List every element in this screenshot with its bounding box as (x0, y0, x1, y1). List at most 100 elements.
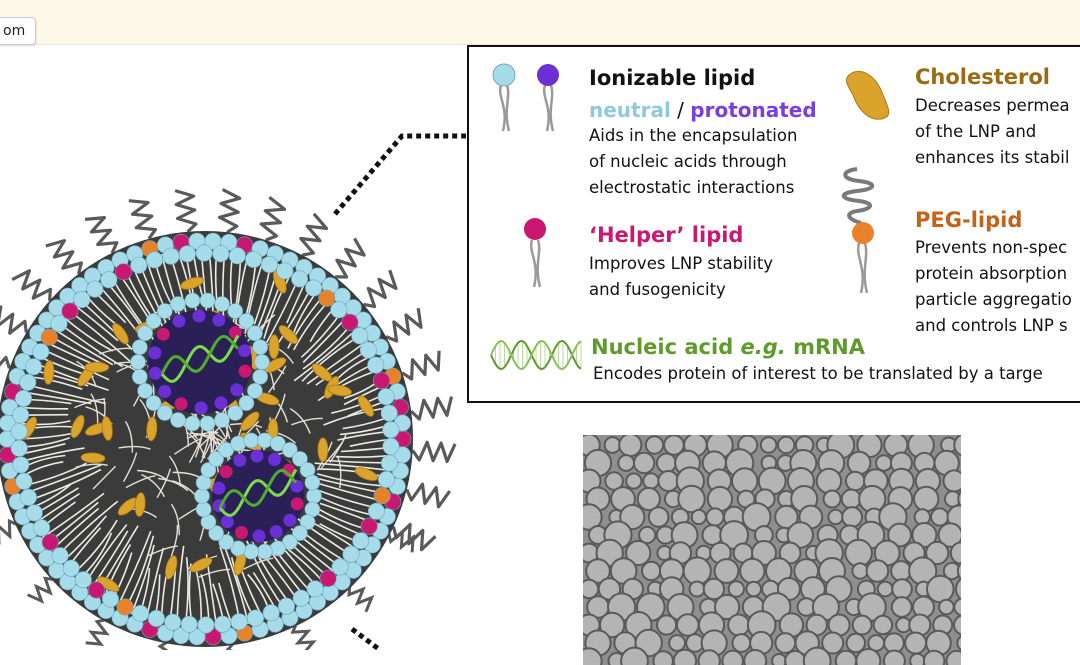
cholesterol-desc-2: of the LNP and (915, 119, 1036, 145)
nanoparticle (884, 651, 905, 665)
peg-chain (85, 218, 117, 253)
helper-head (42, 534, 58, 550)
ionizable-head (179, 246, 195, 262)
peg-chain (349, 586, 372, 612)
ionizable-head (25, 359, 41, 375)
ionizable-head (331, 302, 347, 318)
protonated-label: protonated (690, 98, 816, 122)
nanoparticle (658, 471, 678, 491)
ionizable-head (138, 383, 153, 398)
ionizable-head (146, 252, 162, 268)
ionizable-head (255, 355, 270, 370)
url-chip[interactable]: om (0, 17, 36, 45)
ionizable-head (132, 340, 147, 355)
cholesterol-molecule (85, 362, 109, 372)
ionizable-head (213, 246, 229, 262)
ionizable-head (253, 369, 268, 384)
ionizable-head (75, 572, 91, 588)
nanoparticle (891, 561, 911, 581)
ionizable-desc-2: of nucleic acids through (589, 149, 787, 175)
peg-lipid-icon (844, 169, 874, 293)
nanoparticle (744, 650, 766, 665)
ionizable-head (257, 544, 272, 559)
state-separator: / (671, 98, 690, 122)
protonated-head (149, 367, 162, 380)
nanoparticle (847, 634, 865, 652)
protonated-head (221, 515, 234, 528)
nanoparticle (910, 654, 925, 665)
ionizable-head (13, 457, 29, 473)
nanoparticle (867, 560, 889, 582)
nanoparticle (619, 435, 641, 456)
nucleic-acid-title: Nucleic acid e.g. mRNA (591, 335, 865, 359)
ionizable-head (11, 423, 27, 439)
peg-chain (86, 620, 107, 645)
nanoparticle (824, 491, 841, 508)
peg-desc-3: particle aggregatio (915, 287, 1072, 313)
nanoparticle (845, 540, 872, 567)
nanoparticle (785, 651, 805, 665)
peg-chain (402, 351, 439, 379)
nanoparticle (828, 510, 842, 524)
peg-head (374, 487, 390, 503)
ionizable-head (352, 328, 368, 344)
protonated-head (220, 465, 233, 478)
nanoparticle (853, 616, 872, 635)
ionizable-head (214, 616, 230, 632)
leader-line-bottom (352, 629, 380, 650)
ionizable-head (196, 245, 212, 261)
ionizable-desc-1: Aids in the encapsulation (589, 123, 797, 149)
nanoparticle (690, 582, 705, 597)
nanoparticle (653, 651, 673, 665)
cholesterol-molecule (269, 335, 279, 359)
protonated-head (212, 314, 225, 327)
nanoparticle (643, 473, 658, 488)
protonated-head (268, 453, 281, 466)
peg-head (319, 290, 335, 306)
nanoparticle (878, 582, 893, 597)
peg-chain (28, 578, 55, 601)
nanoparticle (746, 582, 761, 597)
nanoparticle (733, 634, 751, 652)
ionizable-head (132, 369, 147, 384)
ionizable-head (74, 291, 90, 307)
nanoparticle (817, 469, 841, 493)
nanoparticle (657, 454, 676, 473)
nanoparticle (692, 510, 706, 524)
ionizable-head (228, 406, 243, 421)
peg-chain (386, 308, 421, 341)
nanoparticle (626, 473, 641, 488)
lnp-illustration (0, 44, 470, 650)
ionizable-head (245, 251, 261, 267)
nanoparticle (642, 562, 660, 580)
nanoparticle (931, 508, 948, 525)
ionizable-head (307, 581, 323, 597)
protonated-head (212, 482, 225, 495)
nanoparticle (729, 581, 744, 596)
nanoparticle (804, 648, 831, 665)
peg-chain (301, 214, 327, 255)
cryo-em-micrograph (583, 435, 961, 665)
ionizable-head (270, 541, 285, 556)
helper-head (88, 582, 104, 598)
helper-head (342, 314, 358, 330)
nanoparticle (836, 651, 856, 665)
peg-head (41, 329, 57, 345)
ionizable-head (181, 616, 197, 632)
ionizable-head (198, 617, 214, 633)
ionizable-head (163, 248, 179, 264)
cholesterol-molecule (318, 438, 328, 462)
nanoparticle (621, 648, 648, 665)
peg-chain (0, 307, 26, 333)
nanoparticle (722, 651, 743, 665)
ionizable-desc-3: electrostatic interactions (589, 175, 794, 201)
ionizable-head (131, 257, 147, 273)
peg-chain (0, 521, 18, 541)
helper-lipid-title: ‘Helper’ lipid (589, 223, 743, 247)
peg-chain (0, 348, 9, 372)
nanoparticle (634, 453, 654, 473)
ionizable-head (253, 340, 268, 355)
ionizable-head (261, 256, 277, 272)
nanoparticle (649, 507, 669, 527)
ionizable-head (343, 546, 359, 562)
